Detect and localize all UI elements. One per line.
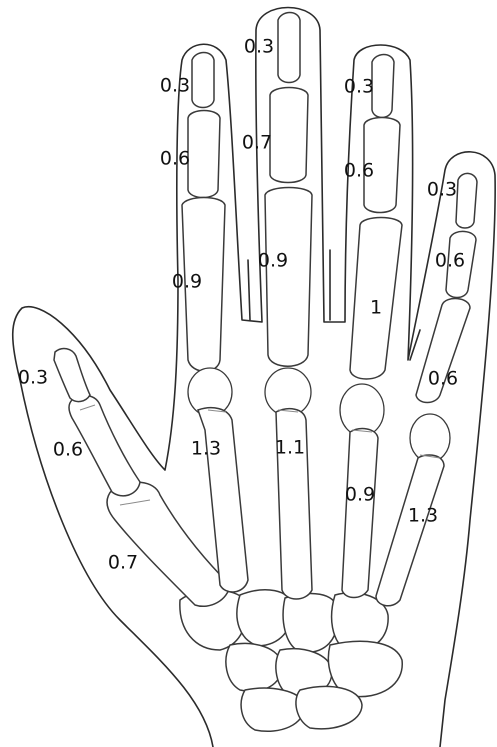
middle-metacarpal-label: 0.9 [345,486,375,505]
thumb-distal-label: 0.3 [18,369,48,388]
ring-distal-label: 0.3 [244,38,274,57]
little-distal-label: 0.3 [160,77,190,96]
index-middle-label: 0.6 [435,252,465,271]
middle-distal-label: 0.3 [344,78,374,97]
little-middle-label: 0.6 [160,150,190,169]
middle-proximal-label: 1 [370,299,382,318]
thumb-proximal-label: 0.6 [53,441,83,460]
index-distal-label: 0.3 [427,181,457,200]
carpal-bones [180,590,402,731]
ring-middle-label: 0.7 [242,134,272,153]
ring-metacarpal-label: 1.1 [275,439,305,458]
little-metacarpal-label: 1.3 [191,440,221,459]
little-finger-bones [182,53,248,592]
index-proximal-label: 0.6 [428,370,458,389]
ring-proximal-label: 0.9 [258,252,288,271]
index-metacarpal-label: 1.3 [408,507,438,526]
ring-finger-bones [265,13,312,600]
middle-middle-label: 0.6 [344,162,374,181]
little-proximal-label: 0.9 [172,273,202,292]
thumb-metacarpal-label: 0.7 [108,554,138,573]
